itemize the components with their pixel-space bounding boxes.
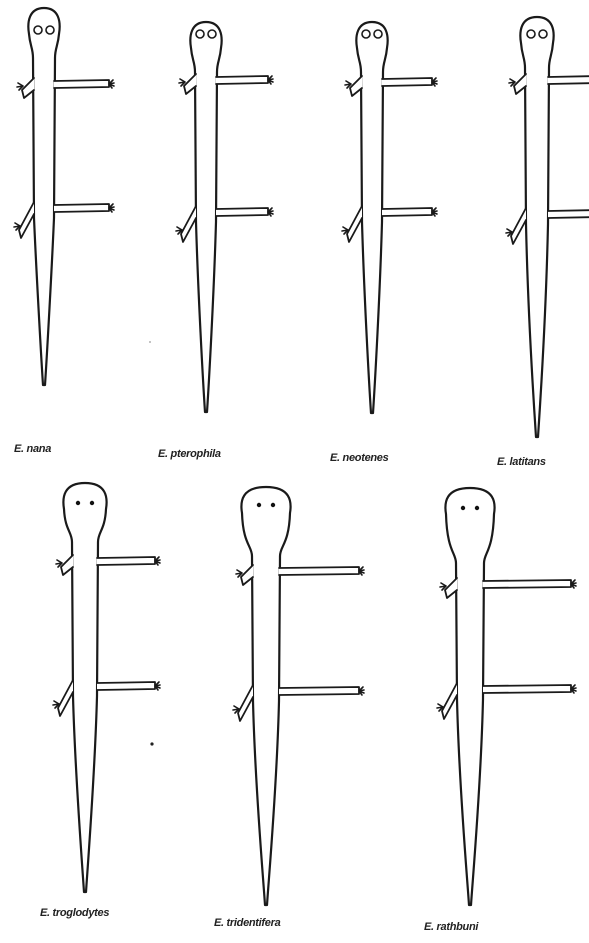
left-limb [347, 206, 362, 242]
eye-right [46, 26, 54, 34]
right-limb [216, 208, 268, 216]
salamander-latitans [506, 17, 589, 437]
right-limb [279, 567, 359, 575]
eye-left [34, 26, 42, 34]
left-limb [442, 683, 457, 719]
speck [150, 742, 153, 745]
left-limb [181, 206, 196, 242]
salamander-tridentifera [233, 487, 364, 905]
eye-left [76, 501, 80, 505]
eye-right [475, 506, 479, 510]
right-limb [54, 204, 109, 212]
eye-right [539, 30, 547, 38]
eye-left [362, 30, 370, 38]
eye-right [208, 30, 216, 38]
left-limb [19, 202, 34, 238]
salamander-pterophila [176, 22, 273, 412]
eye-left [527, 30, 535, 38]
species-label-troglodytes: E. troglodytes [40, 907, 109, 919]
left-limb [58, 680, 73, 716]
right-limb [54, 80, 109, 88]
eye-left [196, 30, 204, 38]
species-label-pterophila: E. pterophila [158, 448, 221, 460]
left-limb [238, 685, 253, 721]
right-limb [279, 687, 359, 695]
salamander-neotenes [342, 22, 437, 413]
right-limb [483, 685, 571, 693]
right-limb [382, 208, 432, 216]
salamander-rathbuni [437, 488, 576, 905]
right-limb [97, 557, 155, 565]
right-limb [548, 210, 589, 218]
eye-left [461, 506, 465, 510]
eye-right [90, 501, 94, 505]
right-limb [216, 76, 268, 84]
eye-left [257, 503, 261, 507]
eye-right [374, 30, 382, 38]
species-label-neotenes: E. neotenes [330, 452, 388, 464]
salamander-troglodytes [53, 483, 160, 892]
right-limb [382, 78, 432, 86]
right-limb [97, 682, 155, 690]
species-label-tridentifera: E. tridentifera [214, 917, 280, 929]
species-label-rathbuni: E. rathbuni [424, 921, 478, 933]
right-limb [483, 580, 571, 588]
species-label-nana: E. nana [14, 443, 51, 455]
salamander-nana [14, 8, 114, 385]
eye-right [271, 503, 275, 507]
body-outline [28, 8, 59, 385]
speck [149, 341, 151, 343]
species-label-latitans: E. latitans [497, 456, 546, 468]
left-limb [511, 208, 526, 244]
right-limb [548, 76, 589, 84]
